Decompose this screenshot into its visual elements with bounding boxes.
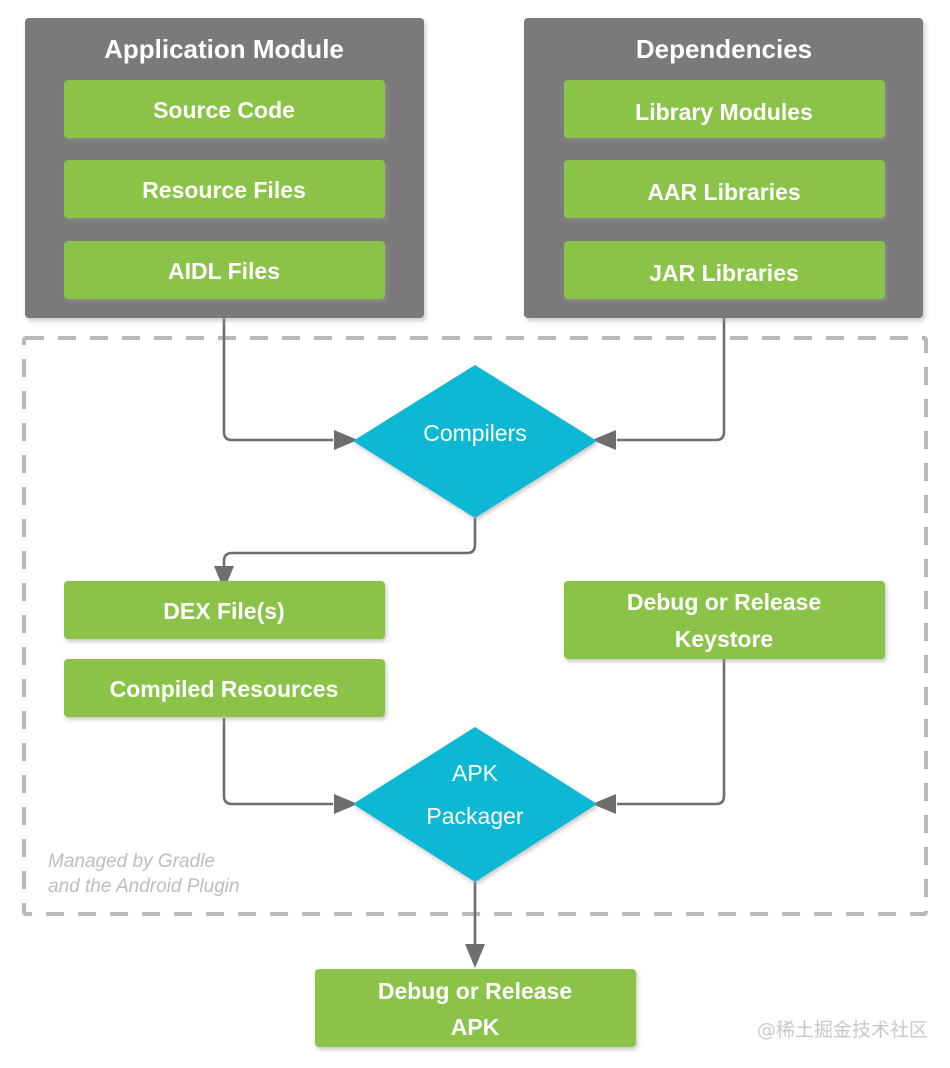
library-modules-label: Library Modules [635, 99, 813, 125]
compiled-resources-node[interactable]: Compiled Resources [64, 659, 385, 717]
compilers-diamond-shape[interactable] [353, 365, 597, 518]
connector-compiled-resources-to-packager [222, 718, 333, 806]
compilers-label: Compilers [423, 420, 527, 446]
resource-files-box[interactable] [64, 160, 385, 218]
keystore-label-line2: Keystore [675, 626, 773, 652]
keystore-box[interactable] [564, 581, 885, 659]
dex-files-box[interactable] [64, 581, 385, 639]
dependencies-item-aar-libraries[interactable]: AAR Libraries [564, 160, 885, 218]
jar-libraries-label: JAR Libraries [649, 260, 799, 286]
panel-application-module: Application Module Source Code Resource … [25, 18, 424, 318]
apk-packager-node[interactable]: APK Packager [353, 727, 597, 882]
dex-files-label: DEX File(s) [163, 598, 284, 624]
arrowhead-compiled-resources-to-packager [334, 794, 358, 814]
application-module-item-aidl-files[interactable]: AIDL Files [64, 241, 385, 299]
gradle-note-line1: Managed by Gradle [48, 851, 215, 872]
aidl-files-box[interactable] [64, 241, 385, 299]
aidl-files-label: AIDL Files [168, 258, 280, 284]
connector-compilers-to-dex [222, 518, 477, 566]
jar-libraries-box[interactable] [564, 241, 885, 299]
gradle-note: Managed by Gradle and the Android Plugin [48, 851, 240, 897]
watermark-label: @稀土掘金技术社区 [757, 1019, 928, 1041]
apk-packager-label-line2: Packager [426, 803, 524, 829]
final-apk-box[interactable] [315, 969, 636, 1047]
source-code-box[interactable] [64, 80, 385, 138]
final-apk-node[interactable]: Debug or Release APK [315, 969, 636, 1047]
apk-packager-diamond-shape[interactable] [353, 727, 597, 882]
dependencies-item-library-modules[interactable]: Library Modules [564, 80, 885, 138]
arrowhead-dependencies-to-compilers [592, 430, 616, 450]
application-module-title: Application Module [104, 34, 344, 64]
connector-keystore-to-packager [617, 658, 726, 806]
apk-packager-label-line1: APK [452, 760, 499, 786]
compiled-resources-label: Compiled Resources [110, 676, 339, 702]
source-code-label: Source Code [153, 97, 295, 123]
arrowhead-compilers-to-dex [214, 566, 234, 590]
arrowhead-keystore-to-packager [592, 794, 616, 814]
compilers-node[interactable]: Compilers [353, 365, 597, 518]
panel-dependencies: Dependencies Library Modules AAR Librari… [524, 18, 923, 318]
application-module-item-resource-files[interactable]: Resource Files [64, 160, 385, 218]
compiled-resources-box[interactable] [64, 659, 385, 717]
aar-libraries-box[interactable] [564, 160, 885, 218]
dependencies-title: Dependencies [636, 34, 812, 64]
resource-files-label: Resource Files [142, 177, 306, 203]
final-apk-label-line1: Debug or Release [378, 978, 572, 1004]
aar-libraries-label: AAR Libraries [647, 179, 800, 205]
arrowhead-app-module-to-compilers [334, 430, 358, 450]
final-apk-label-line2: APK [451, 1014, 500, 1040]
dependencies-item-jar-libraries[interactable]: JAR Libraries [564, 241, 885, 299]
gradle-note-line2: and the Android Plugin [48, 876, 240, 897]
connector-dependencies-to-compilers [617, 318, 726, 442]
connector-app-module-to-compilers [222, 318, 333, 442]
dex-files-node[interactable]: DEX File(s) [64, 581, 385, 639]
keystore-node[interactable]: Debug or Release Keystore [564, 581, 885, 659]
library-modules-box[interactable] [564, 80, 885, 138]
keystore-label-line1: Debug or Release [627, 589, 821, 615]
application-module-item-source-code[interactable]: Source Code [64, 80, 385, 138]
arrowhead-packager-to-final-apk [465, 944, 485, 968]
